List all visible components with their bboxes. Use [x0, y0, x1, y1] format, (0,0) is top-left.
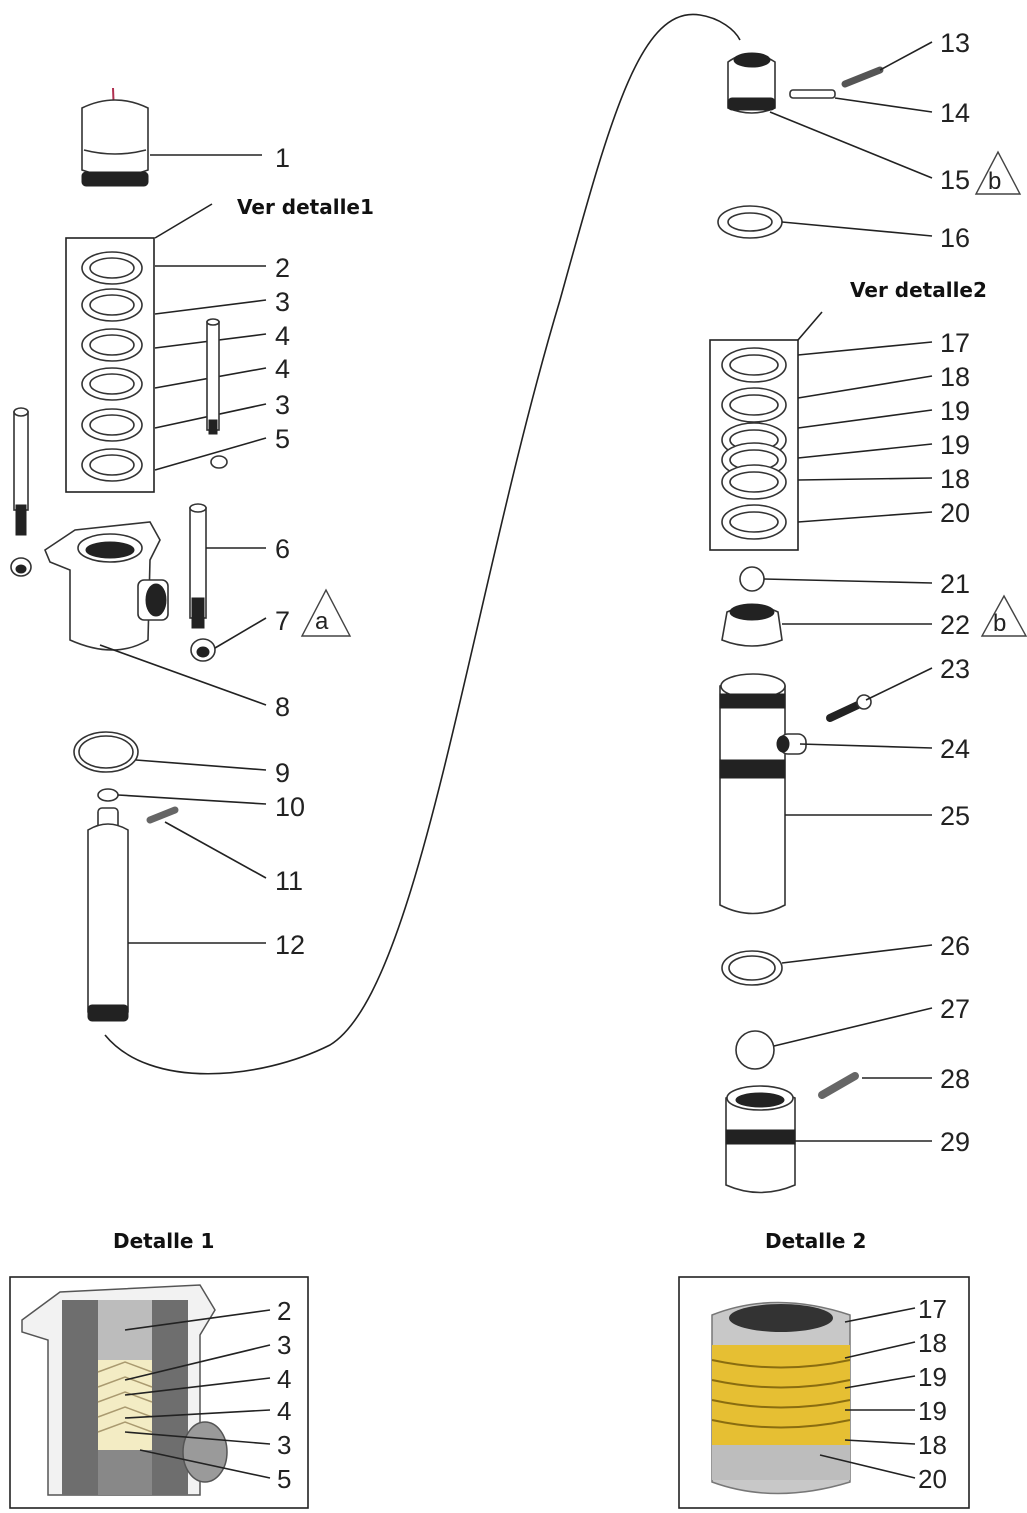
detail2-label-18b: 18 [918, 1430, 947, 1460]
connector-curve [104, 13, 741, 1075]
part-1-cap [81, 87, 149, 187]
detail2-label-18: 18 [918, 1328, 947, 1358]
detail1-label-2: 2 [277, 1296, 291, 1326]
part-13-pin [841, 66, 884, 88]
part-8-body [44, 521, 169, 651]
label-5: 5 [275, 424, 290, 454]
label-9: 9 [275, 758, 290, 788]
label-17: 17 [940, 328, 970, 358]
label-12: 12 [275, 930, 305, 960]
label-25: 25 [940, 801, 970, 831]
detail1-label-4: 4 [277, 1364, 291, 1394]
label-1: 1 [275, 143, 290, 173]
label-8: 8 [275, 692, 290, 722]
label-24: 24 [940, 734, 970, 764]
label-10: 10 [275, 792, 305, 822]
label-4b: 4 [275, 354, 290, 384]
label-16: 16 [940, 223, 970, 253]
detalle2-cutaway [711, 1301, 851, 1495]
flag-a-triangle: a [300, 588, 352, 637]
part-14-pin [789, 89, 836, 99]
detail1-label-5: 5 [277, 1464, 291, 1494]
part-23-bolt [826, 694, 872, 722]
label-18b: 18 [940, 464, 970, 494]
detail1-label-3: 3 [277, 1330, 291, 1360]
detail2-label-19: 19 [918, 1362, 947, 1392]
label-2: 2 [275, 253, 290, 283]
detalle1-title: Detalle 1 [113, 1229, 214, 1253]
part-10-clip [97, 788, 119, 802]
label-22: 22 [940, 610, 970, 640]
detail1-label-3b: 3 [277, 1430, 291, 1460]
label-3: 3 [275, 287, 290, 317]
detail2-label-17: 17 [918, 1294, 947, 1324]
part-15-nut [727, 52, 776, 114]
label-4: 4 [275, 321, 290, 351]
part-28-pin [818, 1072, 859, 1099]
label-27: 27 [940, 994, 970, 1024]
detail2-label-19b: 19 [918, 1396, 947, 1426]
part-7-nut [190, 638, 216, 662]
detalle1-cutaway [21, 1284, 228, 1496]
part-27-ball [735, 1030, 775, 1070]
label-21: 21 [940, 569, 970, 599]
label-6: 6 [275, 534, 290, 564]
detail1-label-4b: 4 [277, 1396, 291, 1426]
part-21-ball [739, 566, 765, 592]
part-25-cylinder [719, 673, 807, 915]
svg-text:a: a [315, 608, 329, 635]
label-26: 26 [940, 931, 970, 961]
svg-text:b: b [993, 610, 1006, 637]
part-6-rod [189, 503, 207, 629]
flag-b-triangle-22: b [980, 594, 1027, 637]
detail2-label-20: 20 [918, 1464, 947, 1494]
label-18: 18 [940, 362, 970, 392]
label-23: 23 [940, 654, 970, 684]
label-19b: 19 [940, 430, 970, 460]
flag-b-triangle-15: b [974, 150, 1022, 195]
label-7: 7 [275, 606, 290, 636]
label-11: 11 [275, 866, 303, 896]
ver-detalle1-label: Ver detalle1 [237, 195, 374, 219]
part-12-cylinder [87, 807, 129, 1022]
label-28: 28 [940, 1064, 970, 1094]
label-13: 13 [940, 28, 970, 58]
label-29: 29 [940, 1127, 970, 1157]
detalle2-title: Detalle 2 [765, 1229, 866, 1253]
part-11-pin [146, 806, 179, 824]
label-14: 14 [940, 98, 970, 128]
detail1-rings [81, 251, 143, 482]
detail2-rings [721, 347, 787, 540]
ver-detalle2-label: Ver detalle2 [850, 278, 987, 302]
label-3b: 3 [275, 390, 290, 420]
label-15: 15 [940, 165, 970, 195]
label-19: 19 [940, 396, 970, 426]
label-20: 20 [940, 498, 970, 528]
part-29-foot-valve [725, 1085, 796, 1194]
part-22-seat [721, 603, 783, 647]
left-rod [10, 407, 32, 577]
inner-rod [206, 318, 228, 469]
svg-text:b: b [988, 168, 1001, 195]
